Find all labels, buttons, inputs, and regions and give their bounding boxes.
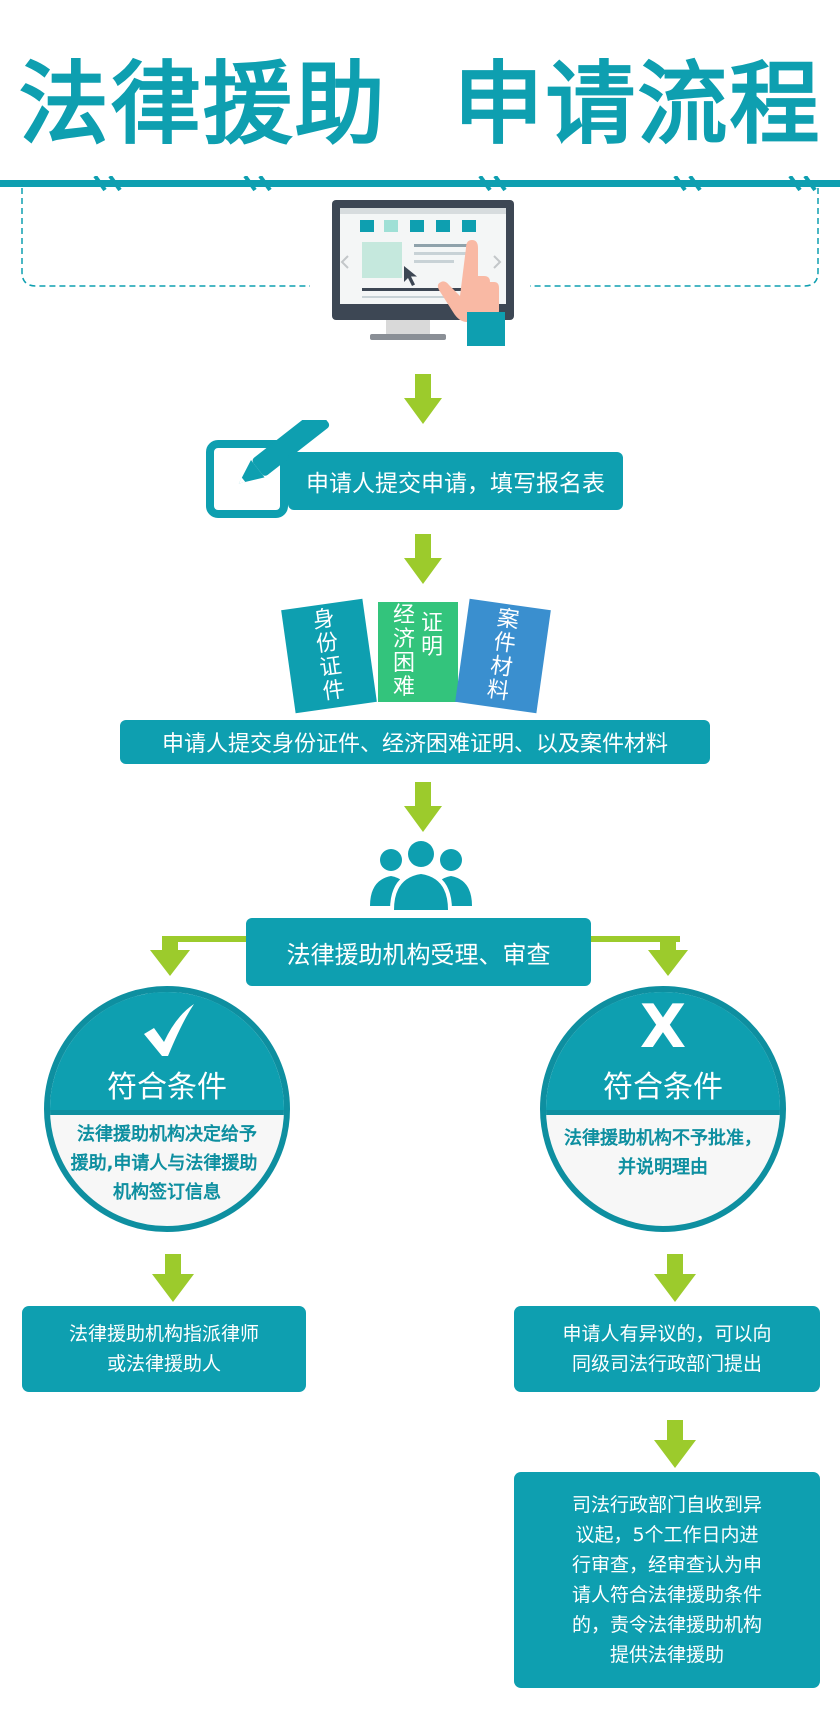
judicial-review-box: 司法行政部门自收到异 议起，5个工作日内进 行审查，经审查认为申 请人符合法律援…: [514, 1472, 820, 1688]
assign-lawyer-line-2: 或法律援助人: [106, 1353, 221, 1375]
judicial-review-line-2: 议起，5个工作日内进: [575, 1524, 759, 1546]
flow-arrow-right-4: [654, 1254, 696, 1302]
header-stripe: [0, 176, 840, 287]
rejected-circle: X 符合条件 法律援助机构不予批准， 并说明理由: [540, 986, 786, 1232]
step-submit-documents: 申请人提交身份证件、经济困难证明、以及案件材料: [120, 720, 710, 764]
approved-circle-title: 符合条件: [107, 1070, 227, 1105]
judicial-review-line-1: 司法行政部门自收到异: [571, 1494, 762, 1516]
approved-circle: 符合条件 法律援助机构决定给予 援助,申请人与法律援助 机构签订信息: [44, 986, 290, 1232]
rejected-circle-line-2: 并说明理由: [618, 1157, 708, 1178]
rejected-circle-text: 法律援助机构不予批准， 并说明理由: [560, 1124, 766, 1182]
assign-lawyer-line-1: 法律援助机构指派律师: [68, 1323, 259, 1345]
judicial-review-line-6: 提供法律援助: [609, 1644, 724, 1666]
flow-arrow-left-4: [152, 1254, 194, 1302]
approved-circle-text: 法律援助机构决定给予 援助,申请人与法律援助 机构签订信息: [64, 1120, 270, 1207]
rejected-circle-line-1: 法律援助机构不予批准，: [564, 1128, 762, 1149]
objection-line-2: 同级司法行政部门提出: [571, 1353, 762, 1375]
judicial-review-line-3: 行审查，经审查认为申: [571, 1554, 762, 1576]
page-title: 法律援助 申请流程: [18, 52, 822, 157]
branch-connectors: [150, 936, 688, 976]
group-people-icon: [370, 838, 472, 910]
check-icon: [144, 1004, 194, 1056]
doc-card-poverty-text-2: 证明: [420, 611, 443, 660]
approved-circle-line-1: 法律援助机构决定给予: [77, 1124, 257, 1145]
edit-pen-icon: [206, 420, 330, 518]
flow-arrow-1: [404, 374, 442, 424]
objection-line-1: 申请人有异议的，可以向: [562, 1323, 772, 1345]
step-submit-documents-text: 申请人提交身份证件、经济困难证明、以及案件材料: [161, 732, 668, 757]
doc-card-poverty: 经济困难 证明: [378, 602, 458, 702]
objection-box: 申请人有异议的，可以向 同级司法行政部门提出: [514, 1306, 820, 1392]
approved-circle-divider: [50, 1110, 284, 1115]
flow-arrow-3: [404, 782, 442, 832]
step-submit-application: 申请人提交申请，填写报名表: [288, 452, 623, 510]
doc-card-id-text: 身份证件: [311, 605, 347, 706]
rejected-circle-top: [546, 992, 780, 1110]
step-review-text: 法律援助机构受理、审查: [286, 940, 551, 969]
judicial-review-line-4: 请人符合法律援助条件: [571, 1584, 762, 1606]
rejected-circle-divider: [546, 1110, 780, 1115]
rejected-circle-title: 符合条件: [603, 1070, 723, 1105]
approved-circle-line-2: 援助,申请人与法律援助: [70, 1153, 258, 1174]
assign-lawyer-box: 法律援助机构指派律师 或法律援助人: [22, 1306, 306, 1392]
reject-x-mark: X: [639, 992, 687, 1062]
doc-card-poverty-text-1: 经济困难: [392, 603, 415, 700]
doc-card-id: 身份证件: [281, 598, 377, 714]
doc-card-case: 案件材料: [455, 598, 551, 714]
approved-circle-line-3: 机构签订信息: [113, 1182, 221, 1203]
flow-arrow-right-5: [654, 1420, 696, 1468]
step-submit-application-text: 申请人提交申请，填写报名表: [306, 471, 605, 497]
judicial-review-line-5: 的，责令法律援助机构: [571, 1614, 762, 1636]
step-review: 法律援助机构受理、审查: [246, 918, 591, 986]
flow-arrow-2: [404, 534, 442, 584]
doc-card-case-text: 案件材料: [485, 605, 521, 706]
computer-touch-icon: [332, 200, 514, 346]
